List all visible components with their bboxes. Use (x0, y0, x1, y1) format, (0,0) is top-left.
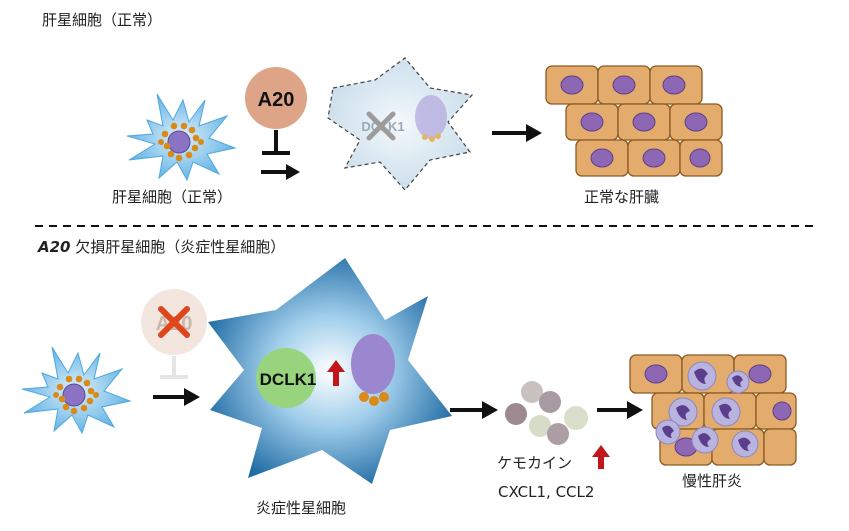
bottom-title-bold: A20 (38, 238, 71, 256)
chronic-hepatitis-label: 慢性肝炎 (682, 472, 743, 490)
bottom-title-rest: 欠損肝星細胞（炎症性星細胞） (70, 238, 286, 256)
chemokine-label: ケモカイン (497, 454, 573, 472)
inflammatory-stellate-cell-label: 炎症性星細胞 (256, 499, 347, 517)
arrow-bottom-1 (153, 388, 200, 406)
normal-liver-hepatocytes (545, 65, 723, 177)
quiescent-stellate-cell-bottom (21, 346, 132, 435)
chemokine-names-label: CXCL1, CCL2 (498, 483, 595, 501)
faded-inhibition-symbol (160, 356, 188, 379)
a20-protein-top: A20 (245, 67, 307, 129)
blocked-activation-cell-top: DCLK1 (327, 57, 474, 191)
chemokine-up-arrow (592, 445, 610, 469)
top-section-title: 肝星細胞（正常） (42, 11, 163, 29)
arrow-bottom-2 (450, 401, 498, 419)
arrow-top-1 (261, 164, 300, 180)
quiescent-stellate-cell-top (126, 93, 237, 182)
svg-text:DCLK1: DCLK1 (260, 370, 317, 389)
inhibition-symbol-top (262, 130, 290, 155)
normal-stellate-cell-label: 肝星細胞（正常） (112, 188, 233, 206)
inflamed-liver-hepatocytes (629, 354, 797, 466)
chemokine-particles (505, 381, 588, 445)
immune-cell-infiltrate (655, 361, 759, 458)
normal-liver-label: 正常な肝臓 (584, 188, 660, 206)
arrow-bottom-3 (597, 401, 643, 419)
dclk1-up-arrow (327, 360, 345, 386)
missing-x-mark (158, 306, 190, 338)
missing-a20-protein: A20 (141, 289, 207, 355)
arrow-top-2 (492, 124, 542, 142)
svg-text:A20: A20 (258, 89, 295, 111)
block-x-mark-top (366, 111, 396, 141)
inflammatory-stellate-cell: DCLK1 (208, 258, 452, 484)
bottom-section-title: A20 欠損肝星細胞（炎症性星細胞） (38, 236, 285, 257)
